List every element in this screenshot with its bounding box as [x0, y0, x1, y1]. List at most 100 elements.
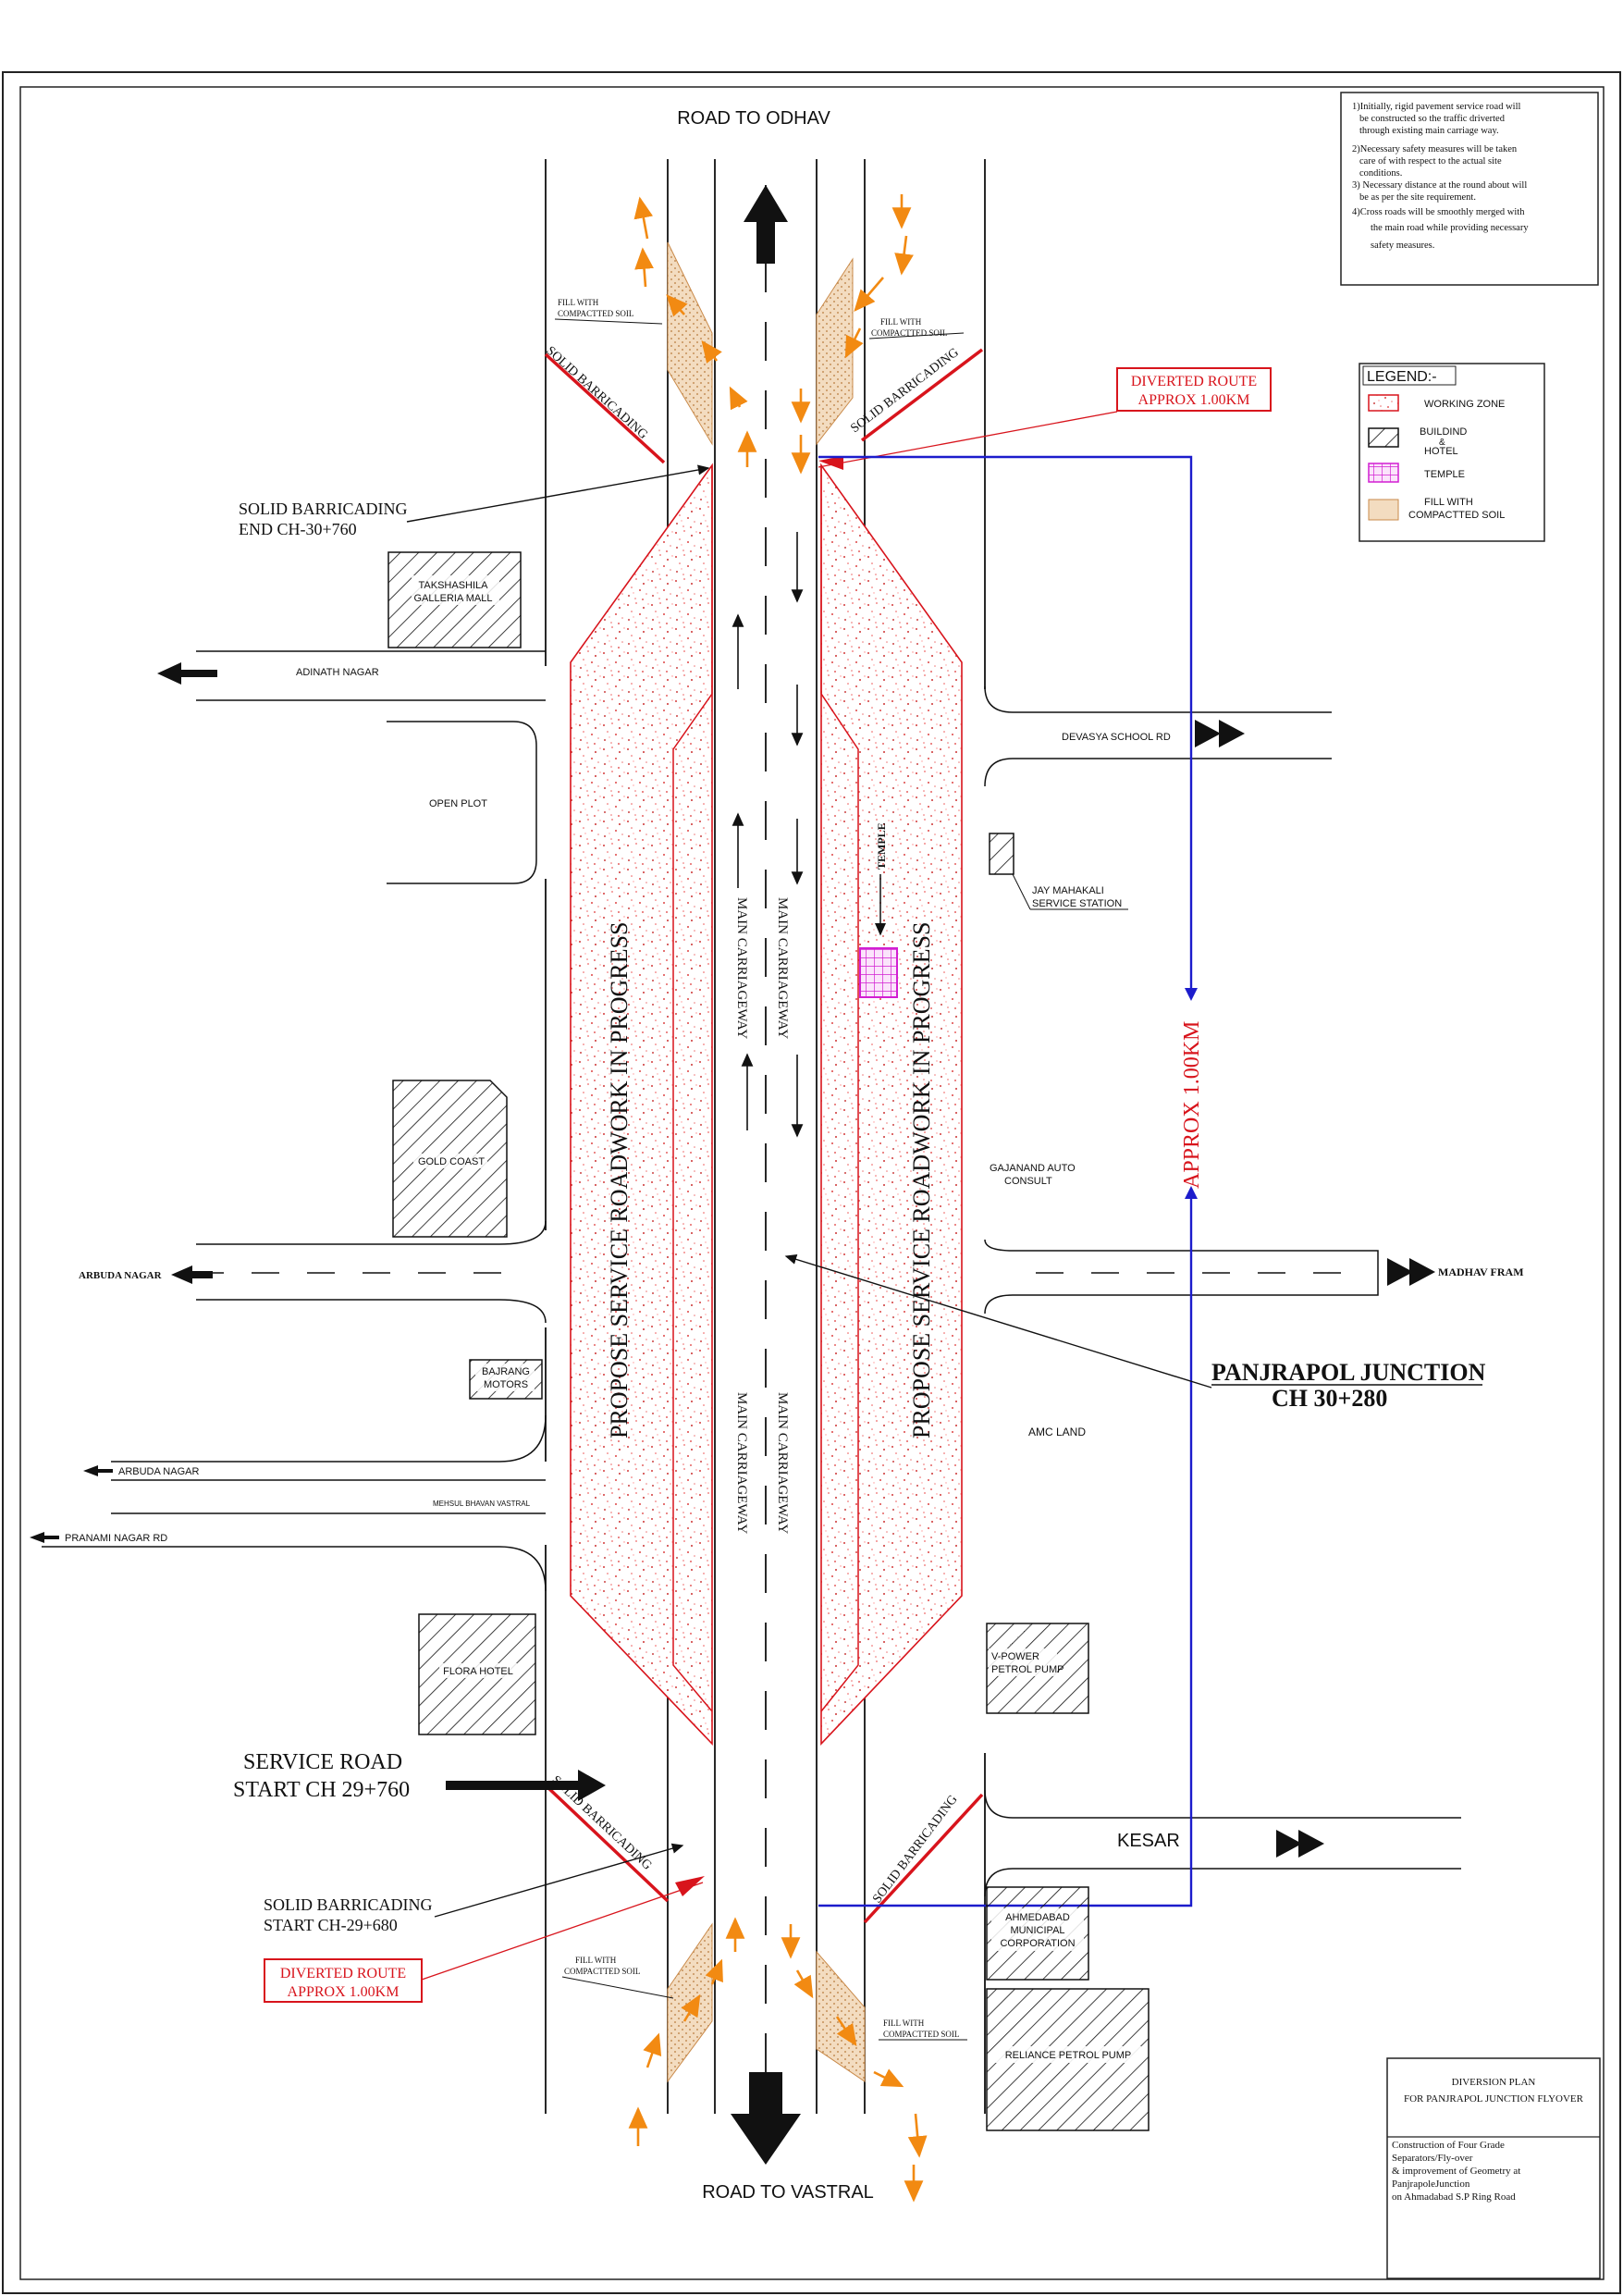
- barricading-start-line2: START CH-29+680: [264, 1916, 398, 1934]
- working-zone-right: [820, 463, 963, 1747]
- fill-soil-bottom-left: [667, 1922, 713, 2083]
- diverted-route-text: DIVERTED ROUTE: [1131, 374, 1257, 389]
- legend-title: LEGEND:-: [1367, 369, 1437, 385]
- amc-label: CORPORATION: [1000, 1938, 1075, 1949]
- amc-label: AHMEDABAD: [1005, 1912, 1070, 1923]
- note-line: be constructed so the traffic driverted: [1359, 114, 1506, 124]
- fill-soil-callout: FILL WITH: [883, 2018, 925, 2028]
- building-swatch: [1368, 427, 1399, 448]
- gajanand-label: GAJANAND AUTO: [990, 1163, 1076, 1174]
- note-line: 2)Necessary safety measures will be take…: [1352, 144, 1518, 154]
- arbuda-nagar-bold-label: ARBUDA NAGAR: [79, 1270, 163, 1281]
- reliance-label: RELIANCE PETROL PUMP: [1005, 2050, 1132, 2061]
- diverted-route-box-top: DIVERTED ROUTE APPROX 1.00KM: [818, 367, 1272, 470]
- mehsul-bhavan-label: MEHSUL BHAVAN VASTRAL: [433, 1500, 531, 1508]
- pranami-nagar-label: PRANAMI NAGAR RD: [65, 1533, 167, 1544]
- diverted-route-box-bottom: DIVERTED ROUTE APPROX 1.00KM: [264, 1876, 705, 2003]
- title-desc: PanjrapoleJunction: [1392, 2179, 1470, 2190]
- jay-mahakali-building: [989, 833, 1014, 875]
- note-line: care of with respect to the actual site: [1359, 156, 1502, 167]
- diverted-route-text: DIVERTED ROUTE: [280, 1966, 406, 1981]
- gajanand-label: CONSULT: [1004, 1176, 1052, 1187]
- note-line: conditions.: [1359, 168, 1402, 179]
- title-desc: Construction of Four Grade: [1392, 2140, 1505, 2151]
- legend-building: BUILDIND: [1420, 426, 1467, 438]
- takshashila-label: GALLERIA MALL: [414, 593, 493, 604]
- fill-soil-callout: FILL WITH: [880, 317, 922, 327]
- note-line: through existing main carriage way.: [1359, 126, 1499, 136]
- takshashila-label: TAKSHASHILA: [419, 580, 489, 591]
- fill-soil-callout: COMPACTTED SOIL: [871, 328, 947, 338]
- temple-marker: [859, 947, 898, 998]
- title-block: DIVERSION PLAN FOR PANJRAPOL JUNCTION FL…: [1386, 2057, 1601, 2279]
- barricading-end-line1: SOLID BARRICADING: [239, 500, 408, 518]
- junction-chainage: CH 30+280: [1272, 1385, 1387, 1412]
- note-line: the main road while providing necessary: [1371, 223, 1529, 233]
- diversion-route: [818, 455, 1193, 1907]
- main-carriageway-label: MAIN CARRIAGEWAY: [775, 1392, 790, 1534]
- temple-swatch: [1368, 463, 1399, 483]
- note-line: 1)Initially, rigid pavement service road…: [1352, 102, 1521, 112]
- diverted-route-text: APPROX 1.00KM: [1138, 392, 1250, 408]
- junction-name: PANJRAPOL JUNCTION: [1211, 1359, 1486, 1386]
- service-road-line1: SERVICE ROAD: [243, 1750, 402, 1774]
- kesar-label: KESAR: [1117, 1831, 1180, 1851]
- legend-building-amp: &: [1439, 438, 1445, 448]
- amc-land-label: AMC LAND: [1028, 1426, 1086, 1438]
- note-line: 4)Cross roads will be smoothly merged wi…: [1352, 207, 1525, 217]
- devasya-school-label: DEVASYA SCHOOL RD: [1062, 732, 1171, 743]
- title-desc: on Ahmadabad S.P Ring Road: [1392, 2191, 1516, 2203]
- fill-soil-callout: COMPACTTED SOIL: [558, 309, 633, 318]
- bajrang-label: MOTORS: [484, 1379, 528, 1390]
- fill-soil-bottom-right: [816, 1950, 866, 2082]
- main-carriageway-label: MAIN CARRIAGEWAY: [775, 897, 790, 1039]
- big-arrow-up: [744, 185, 788, 264]
- service-road-line2: START CH 29+760: [233, 1778, 410, 1802]
- arbuda-arrow-bold: [171, 1265, 213, 1284]
- devasya-arrow: [1195, 720, 1245, 747]
- main-carriageway-label: MAIN CARRIAGEWAY: [734, 1392, 749, 1534]
- note-line: 3) Necessary distance at the round about…: [1352, 180, 1527, 191]
- outer-border: [2, 71, 1621, 2294]
- solid-barricading-label: SOLID BARRICADING: [543, 344, 650, 442]
- title-line1: DIVERSION PLAN: [1452, 2077, 1536, 2088]
- madhav-arrow: [1387, 1258, 1435, 1286]
- vpower-label: PETROL PUMP: [991, 1664, 1064, 1675]
- working-zone-swatch: [1368, 394, 1399, 412]
- jay-mahakali-label: JAY MAHAKALI: [1032, 885, 1104, 896]
- title-desc: Separators/Fly-over: [1392, 2153, 1473, 2164]
- notes-box: 1)Initially, rigid pavement service road…: [1340, 92, 1599, 286]
- traffic-flow-arrows: [732, 532, 804, 1138]
- gold-coast-label: GOLD COAST: [418, 1156, 485, 1167]
- fill-soil-callout: FILL WITH: [558, 298, 599, 307]
- madhav-fram-label: MADHAV FRAM: [1438, 1265, 1524, 1278]
- propose-service-left: PROPOSE SERVICE ROADWORK IN PROGRESS: [606, 922, 633, 1438]
- arbuda-nagar-label: ARBUDA NAGAR: [118, 1466, 199, 1477]
- open-plot-label: OPEN PLOT: [429, 798, 487, 809]
- barricading-start-line1: SOLID BARRICADING: [264, 1895, 433, 1914]
- adinath-nagar-label: ADINATH NAGAR: [296, 667, 379, 678]
- title-line2: FOR PANJRAPOL JUNCTION FLYOVER: [1404, 2093, 1584, 2105]
- road-to-odhav-label: ROAD TO ODHAV: [677, 108, 830, 129]
- orange-traffic-arrows: [628, 194, 928, 2203]
- big-arrow-down: [731, 2072, 801, 2165]
- vpower-label: V-POWER: [991, 1651, 1039, 1662]
- fill-soil-callout: FILL WITH: [575, 1956, 617, 1965]
- legend-hotel: HOTEL: [1424, 446, 1458, 457]
- title-desc: & improvement of Geometry at: [1392, 2166, 1520, 2177]
- cross-roads: [42, 650, 1461, 1897]
- service-road-arrow: [446, 1770, 606, 1801]
- fill-soil-swatch: [1368, 499, 1399, 521]
- inner-border: [19, 86, 1605, 2280]
- temple-label: TEMPLE: [875, 822, 888, 870]
- legend-fill-line2: COMPACTTED SOIL: [1408, 510, 1505, 521]
- main-carriageway-label: MAIN CARRIAGEWAY: [734, 897, 749, 1039]
- propose-service-right: PROPOSE SERVICE ROADWORK IN PROGRESS: [908, 922, 935, 1438]
- flora-hotel-label: FLORA HOTEL: [443, 1666, 513, 1677]
- road-to-vastral-label: ROAD TO VASTRAL: [702, 2182, 874, 2203]
- fill-soil-callout: COMPACTTED SOIL: [564, 1967, 640, 1976]
- note-line: be as per the site requirement.: [1359, 192, 1476, 203]
- working-zone-left: [570, 463, 713, 1746]
- kesar-arrow: [1276, 1830, 1324, 1858]
